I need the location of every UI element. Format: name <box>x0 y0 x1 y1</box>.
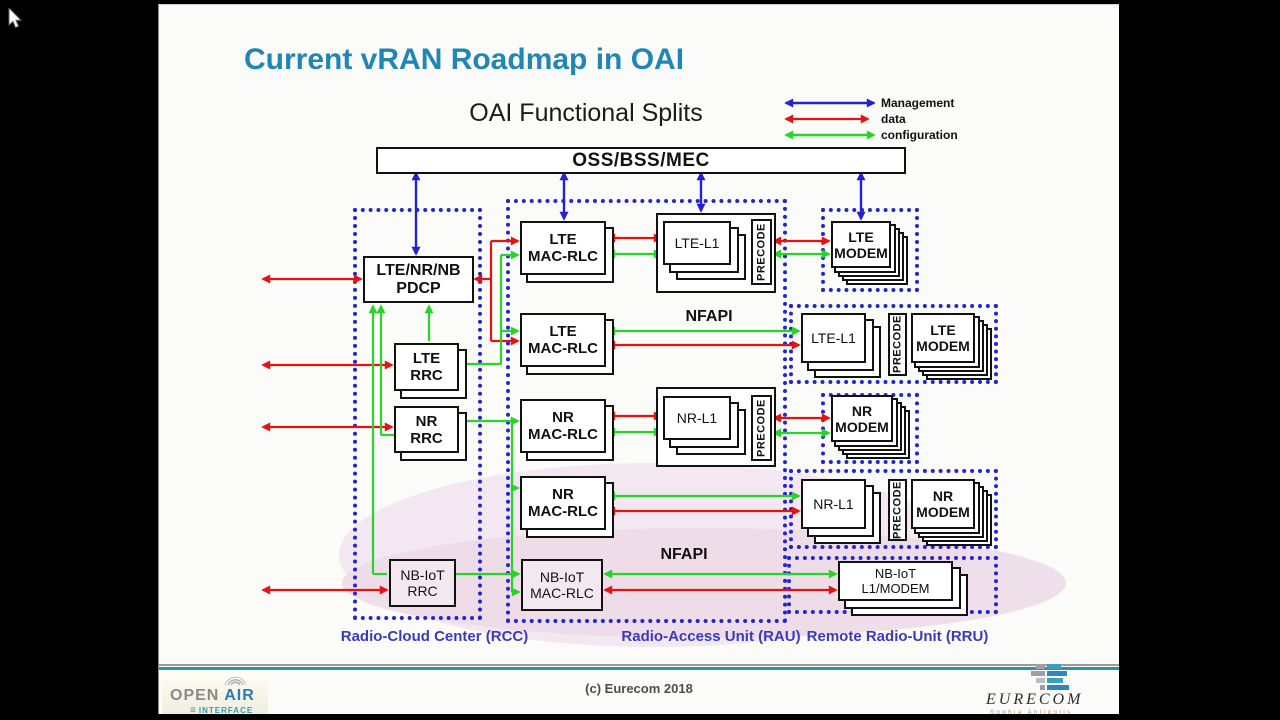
footer-divider-gray <box>159 664 1119 666</box>
rru-section-label: Remote Radio-Unit (RRU) <box>806 628 989 645</box>
precode-box-rru-lte: PRECODE <box>888 313 907 376</box>
legend-label: configuration <box>881 128 958 142</box>
nbiot-rrc-box: NB-IoT RRC <box>389 559 456 607</box>
connection-arrows <box>261 171 866 597</box>
eurecom-logo: EURECOM Sophia Antipolis <box>984 661 1119 714</box>
oss-bss-mec-box: OSS/BSS/MEC <box>376 147 906 174</box>
pdcp-box: LTE/NR/NB PDCP <box>363 256 474 303</box>
precode-box-rau-nr: PRECODE <box>751 395 772 461</box>
legend-label: data <box>881 112 906 126</box>
nr-mac-rlc-box-2: NR MAC-RLC <box>520 476 606 530</box>
copyright-text: (c) Eurecom 2018 <box>585 681 693 696</box>
precode-box-rau-lte: PRECODE <box>751 219 772 285</box>
openair-wordmark: OPEN AIR <box>170 687 255 705</box>
lte-rrc-box: LTE RRC <box>394 343 459 391</box>
legend-label: Management <box>881 96 955 110</box>
nr-modem-box-2: NR MODEM <box>911 479 975 529</box>
legend-row-management: Management <box>782 95 958 111</box>
legend-row-configuration: configuration <box>782 127 958 143</box>
rru-nbiot-frame <box>787 556 998 614</box>
nr-mac-rlc-box-1: NR MAC-RLC <box>520 399 606 453</box>
lte-mac-rlc-box-1: LTE MAC-RLC <box>520 221 606 275</box>
eurecom-wordmark: EURECOM <box>986 691 1084 708</box>
nr-l1-box-rau: NR-L1 <box>663 396 731 440</box>
management-arrow-icon <box>784 98 876 108</box>
nr-modem-box-1: NR MODEM <box>831 395 893 442</box>
air-text: AIR <box>224 687 255 704</box>
antenna-waves-icon <box>224 676 247 686</box>
diagram-title: OAI Functional Splits <box>469 99 703 127</box>
nbiot-mac-rlc-box: NB-IoT MAC-RLC <box>521 559 603 611</box>
nbiot-l1-modem-box: NB-IoT L1/MODEM <box>838 561 953 601</box>
rau-region-frame <box>506 199 787 623</box>
lte-modem-box-2: LTE MODEM <box>911 313 975 363</box>
legend-row-data: data <box>782 111 958 127</box>
lte-l1-box-rau: LTE-L1 <box>663 221 731 265</box>
eurecom-bars-icon <box>1031 664 1069 690</box>
bars-icon: ≡ <box>190 705 197 714</box>
footer-divider-teal <box>159 667 1119 670</box>
lte-mac-rlc-box-2: LTE MAC-RLC <box>520 313 606 367</box>
openairinterface-logo: OPEN AIR ≡INTERFACE <box>162 671 268 714</box>
configuration-arrow-icon <box>784 130 876 140</box>
eurecom-tagline: Sophia Antipolis <box>990 710 1073 714</box>
rau-section-label: Radio-Access Unit (RAU) <box>621 628 801 645</box>
slide-title: Current vRAN Roadmap in OAI <box>244 43 685 76</box>
data-arrow-icon <box>784 114 870 124</box>
nr-l1-box-rru: NR-L1 <box>801 479 866 529</box>
interface-text: INTERFACE <box>198 706 254 714</box>
mouse-cursor <box>8 8 23 29</box>
lte-modem-box-1: LTE MODEM <box>831 221 891 268</box>
precode-box-rru-nr: PRECODE <box>888 479 907 541</box>
nfapi-label-lte: NFAPI <box>685 308 733 325</box>
legend: Management data configuration <box>782 95 958 143</box>
interface-wordmark: ≡INTERFACE <box>190 705 253 714</box>
nfapi-label-nbiot: NFAPI <box>660 546 708 563</box>
rcc-section-label: Radio-Cloud Center (RCC) <box>340 628 529 645</box>
slide: Current vRAN Roadmap in OAI OAI Function… <box>158 4 1119 714</box>
open-text: OPEN <box>170 687 220 704</box>
lte-l1-box-rru: LTE-L1 <box>801 313 866 363</box>
nr-rrc-box: NR RRC <box>394 406 459 453</box>
